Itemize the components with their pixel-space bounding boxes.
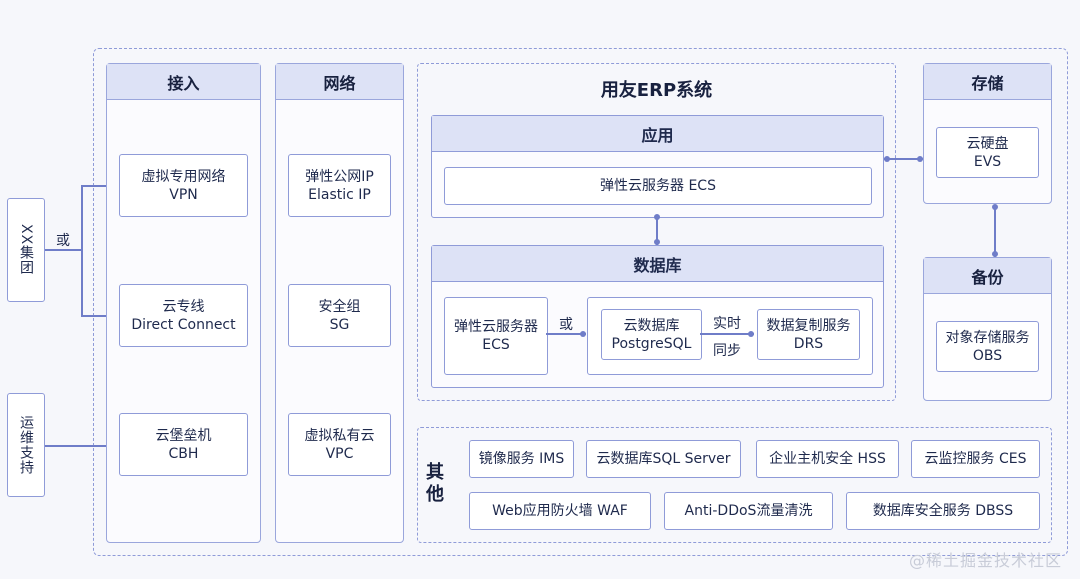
connector <box>45 249 81 251</box>
anti-ddos-box: Anti-DDoS流量清洗 <box>664 492 833 530</box>
connector <box>546 333 586 335</box>
direct-connect-box: 云专线 Direct Connect <box>119 284 248 347</box>
connector <box>994 207 996 257</box>
vpc-name: 虚拟私有云 <box>304 427 375 444</box>
connector-dot <box>992 251 998 257</box>
or-label: 或 <box>56 233 70 249</box>
db-ecs-name: 弹性云服务器 <box>454 319 538 335</box>
network-title: 网络 <box>276 64 403 100</box>
obs-name: 对象存储服务 <box>945 329 1030 346</box>
cbh-box: 云堡垒机 CBH <box>119 413 248 476</box>
eip-code: Elastic IP <box>308 186 371 203</box>
drs-code: DRS <box>793 335 824 352</box>
eip-name: 弹性公网IP <box>305 168 374 185</box>
connector <box>45 445 119 447</box>
pg-name: 云数据库 <box>623 317 680 334</box>
backup-panel: 备份 对象存储服务 OBS <box>923 257 1052 401</box>
app-panel: 应用 弹性云服务器 ECS <box>431 115 884 218</box>
db-or-label: 或 <box>559 317 573 333</box>
drs-name: 数据复制服务 <box>766 317 851 334</box>
group-label: XX集团 <box>18 224 34 276</box>
pg-code: PostgreSQL <box>611 335 692 352</box>
cloud-boundary <box>93 48 1068 556</box>
vpn-name: 虚拟专用网络 <box>141 168 226 185</box>
dbss-label: 数据库安全服务 DBSS <box>872 503 1014 519</box>
ops-box: 运维支持 <box>7 393 45 497</box>
anti-ddos-label: Anti-DDoS流量清洗 <box>684 503 813 519</box>
evs-name: 云硬盘 <box>966 135 1009 152</box>
sync-label-1: 实时 <box>713 316 741 332</box>
sg-name: 安全组 <box>318 298 361 315</box>
connector <box>81 185 83 315</box>
cbh-name: 云堡垒机 <box>155 427 212 444</box>
sqlserver-label: 云数据库SQL Server <box>596 451 731 467</box>
others-region: 其他 镜像服务 IMS 云数据库SQL Server 企业主机安全 HSS 云监… <box>417 427 1052 543</box>
connector <box>81 315 119 317</box>
obs-box: 对象存储服务 OBS <box>936 321 1039 372</box>
connector-dot <box>992 204 998 210</box>
watermark: @稀土掘金技术社区 <box>908 551 1062 570</box>
access-panel: 接入 虚拟专用网络 VPN 云专线 Direct Connect 云堡垒机 CB… <box>106 63 261 543</box>
connector <box>884 158 924 160</box>
connector-dot <box>884 156 890 162</box>
connector <box>81 185 119 187</box>
access-title: 接入 <box>107 64 260 100</box>
obs-code: OBS <box>972 347 1003 364</box>
pg-box: 云数据库 PostgreSQL <box>601 309 702 360</box>
others-title: 其他 <box>426 462 444 505</box>
ims-box: 镜像服务 IMS <box>469 440 574 478</box>
hss-label: 企业主机安全 HSS <box>769 451 886 467</box>
vpc-code: VPC <box>325 445 354 462</box>
sg-code: SG <box>329 316 350 333</box>
vpn-box: 虚拟专用网络 VPN <box>119 154 248 217</box>
erp-region: 用友ERP系统 应用 弹性云服务器 ECS 数据库 弹性云服务器 ECS 云数据… <box>417 63 896 401</box>
dc-code: Direct Connect <box>131 316 236 333</box>
app-ecs-label: 弹性云服务器 ECS <box>600 178 716 194</box>
vpn-code: VPN <box>169 186 198 203</box>
network-panel: 网络 弹性公网IP Elastic IP 安全组 SG 虚拟私有云 VPC <box>275 63 404 543</box>
connector-dot <box>748 331 754 337</box>
hss-box: 企业主机安全 HSS <box>756 440 899 478</box>
eip-box: 弹性公网IP Elastic IP <box>288 154 391 217</box>
sg-box: 安全组 SG <box>288 284 391 347</box>
storage-title: 存储 <box>924 64 1051 100</box>
dc-name: 云专线 <box>162 298 205 315</box>
ces-label: 云监控服务 CES <box>924 451 1027 467</box>
group-box: XX集团 <box>7 198 45 302</box>
app-ecs-box: 弹性云服务器 ECS <box>444 167 872 205</box>
sync-label-2: 同步 <box>713 343 741 359</box>
connector-dot <box>917 156 923 162</box>
db-ecs-code: ECS <box>482 337 510 353</box>
sqlserver-box: 云数据库SQL Server <box>586 440 741 478</box>
drs-box: 数据复制服务 DRS <box>757 309 860 360</box>
dbss-box: 数据库安全服务 DBSS <box>846 492 1040 530</box>
cbh-code: CBH <box>168 445 199 462</box>
waf-box: Web应用防火墙 WAF <box>469 492 651 530</box>
connector <box>656 217 658 245</box>
db-ecs-box: 弹性云服务器 ECS <box>444 297 548 375</box>
ops-label: 运维支持 <box>18 415 34 475</box>
connector <box>700 333 754 335</box>
storage-panel: 存储 云硬盘 EVS <box>923 63 1052 204</box>
evs-code: EVS <box>973 153 1002 170</box>
connector-dot <box>654 239 660 245</box>
ces-box: 云监控服务 CES <box>911 440 1040 478</box>
backup-title: 备份 <box>924 258 1051 294</box>
ims-label: 镜像服务 IMS <box>478 451 565 467</box>
waf-label: Web应用防火墙 WAF <box>492 503 628 519</box>
vpc-box: 虚拟私有云 VPC <box>288 413 391 476</box>
erp-title: 用友ERP系统 <box>600 80 713 101</box>
app-title: 应用 <box>432 116 883 152</box>
connector-dot <box>580 331 586 337</box>
db-panel: 数据库 弹性云服务器 ECS 云数据库 PostgreSQL 数据复制服务 DR… <box>431 245 884 388</box>
evs-box: 云硬盘 EVS <box>936 127 1039 178</box>
db-title: 数据库 <box>432 246 883 282</box>
